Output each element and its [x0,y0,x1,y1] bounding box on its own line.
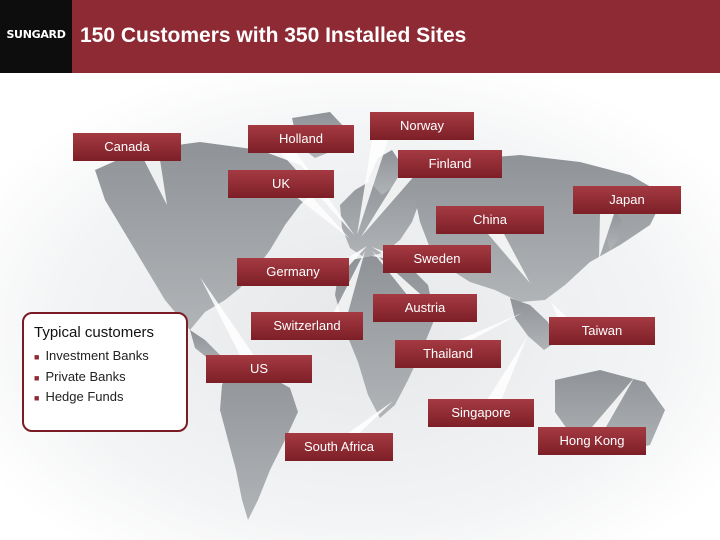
location-hong-kong: Hong Kong [538,427,646,455]
logo: SUNGARD [0,0,72,73]
location-norway: Norway [370,112,474,140]
south-america-shape [220,362,298,520]
location-germany: Germany [237,258,349,286]
location-uk: UK [228,170,334,198]
location-switzerland: Switzerland [251,312,363,340]
connector-norway [357,140,388,235]
connector-japan [599,214,614,259]
bullet-icon: ■ [34,372,40,383]
location-taiwan: Taiwan [549,317,655,345]
connector-canada [144,160,167,205]
location-south-africa: South Africa [285,433,393,461]
customers-title: Typical customers [34,324,155,341]
customer-item-label: Hedge Funds [45,389,124,404]
connector-us [200,277,262,367]
location-canada: Canada [73,133,181,161]
header-bar: SUNGARD 150 Customers with 350 Installed… [0,0,720,73]
connector-thailand [440,313,522,348]
customers-list: ■ Investment Banks ■ Private Banks ■ Hedge … [34,346,149,408]
location-china: China [436,206,544,234]
location-sweden: Sweden [383,245,491,273]
location-us: US [206,355,312,383]
connector-china [488,234,530,283]
page-title: 150 Customers with 350 Installed Sites [80,24,467,47]
connector-finland [361,174,416,237]
location-holland: Holland [248,125,354,153]
location-finland: Finland [398,150,502,178]
japan-shape [606,210,622,250]
bullet-icon: ■ [34,352,40,362]
southeast-asia-shape [510,298,556,350]
location-singapore: Singapore [428,399,534,427]
customer-item-label: Investment Banks [45,348,149,363]
logo-text: SUNGARD [6,28,66,41]
customer-item: ■ Private Banks [34,367,149,388]
location-austria: Austria [373,294,477,322]
customer-item: ■ Hedge Funds [34,387,149,408]
connector-singapore [482,337,527,408]
bullet-icon: ■ [34,393,40,403]
typical-customers-box: Typical customers ■ Investment Banks ■ Pri… [22,312,188,432]
customer-item: ■ Investment Banks [34,346,149,367]
location-thailand: Thailand [395,340,501,368]
location-japan: Japan [573,186,681,214]
customer-item-label: Private Banks [45,368,126,384]
connector-uk [295,196,349,238]
connector-hong-kong [586,378,634,434]
connector-lines [144,140,634,446]
scandinavia-shape [368,150,402,195]
